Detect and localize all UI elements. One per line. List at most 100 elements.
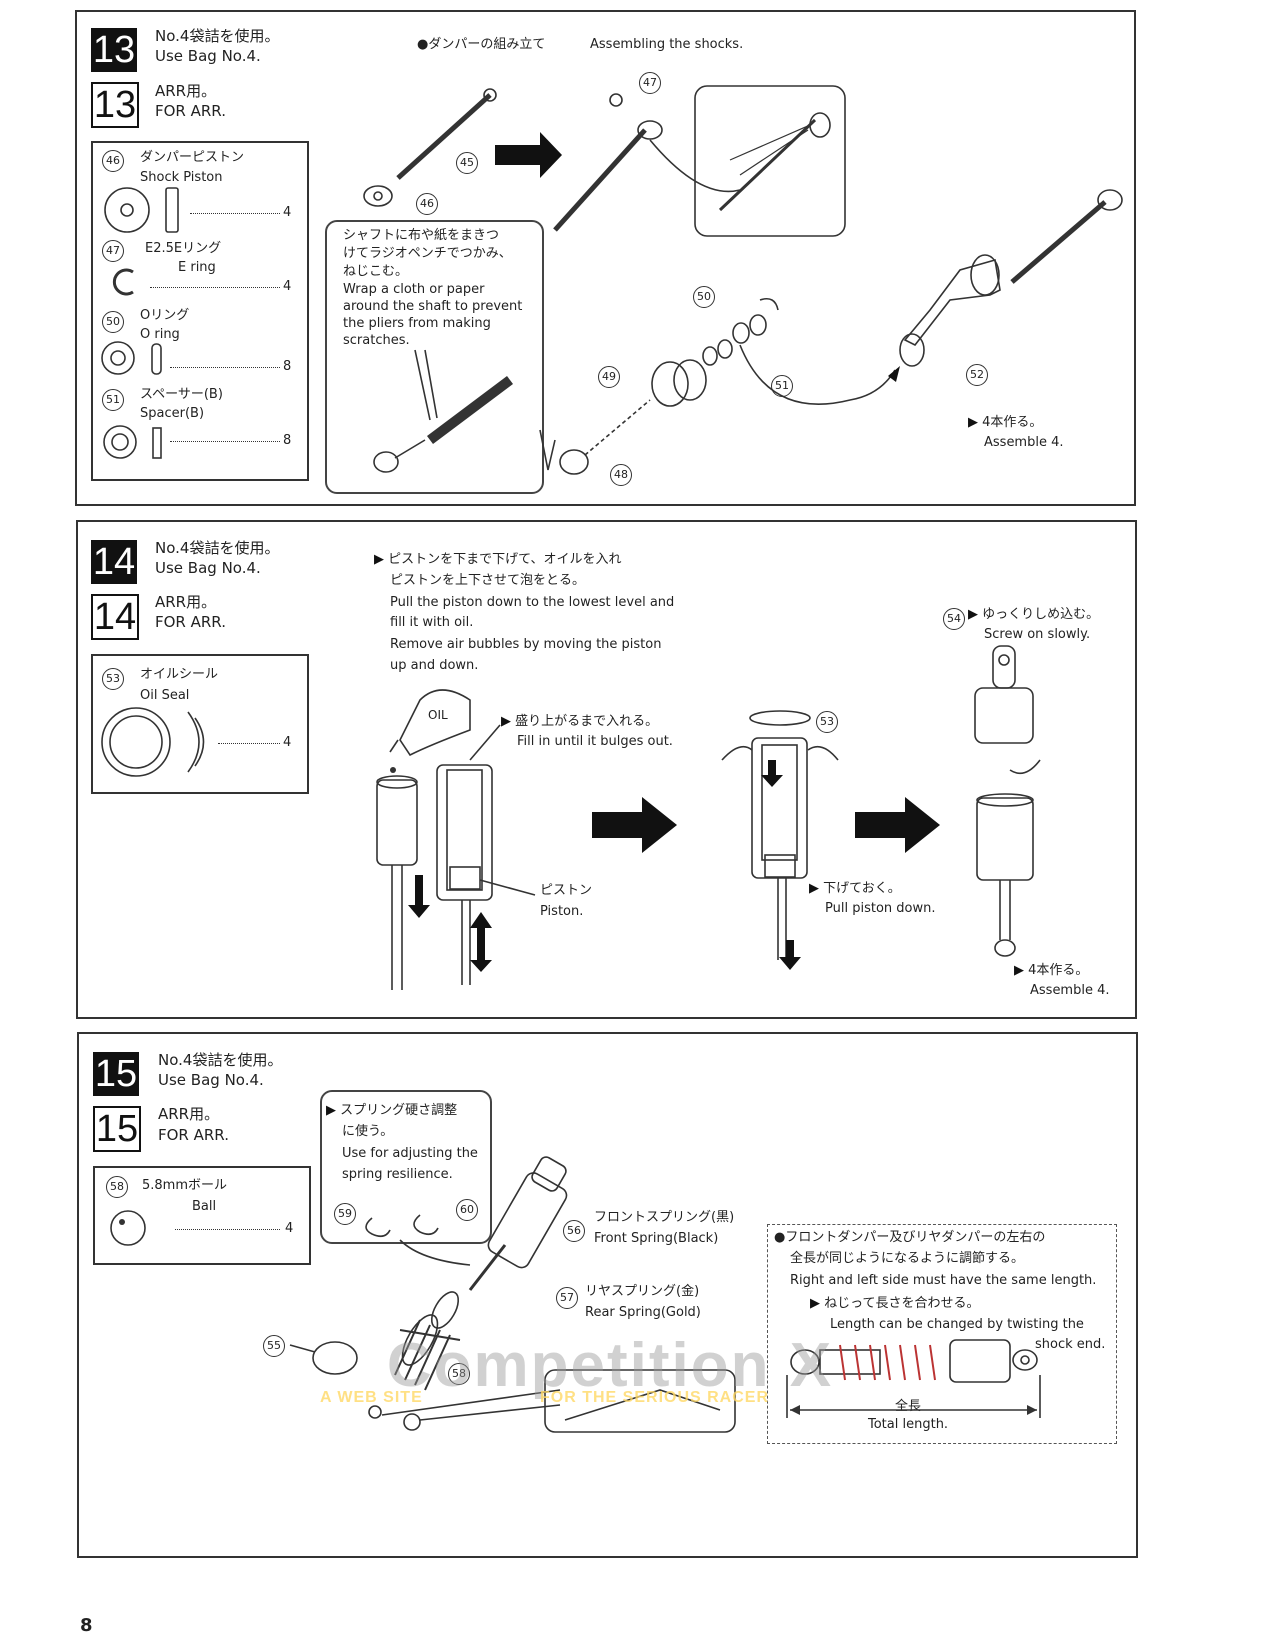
- part-callout-47: 47: [102, 240, 124, 262]
- step-13-assemble-jp: ▶ 4本作る。: [968, 415, 1043, 430]
- part-callout-46: 46: [102, 150, 124, 172]
- step-14-for-jp: ARR用。: [155, 593, 217, 611]
- callout-55: 55: [263, 1335, 285, 1357]
- piston-jp: ピストン: [540, 883, 593, 898]
- part-53-qty: 4: [283, 735, 292, 750]
- step-15-tip-en-2: spring resilience.: [342, 1167, 453, 1182]
- callout-58: 58: [448, 1363, 470, 1385]
- step-13-header-en: Assembling the shocks.: [590, 37, 744, 52]
- part-58-qty: 4: [285, 1221, 294, 1236]
- step-14-instr-en-3: Remove air bubbles by moving the piston: [390, 637, 662, 652]
- part-46-qty: 4: [283, 205, 292, 220]
- step-13-tip-box: [325, 220, 544, 494]
- callout-56: 56: [563, 1220, 585, 1242]
- callout-60: 60: [456, 1199, 478, 1221]
- part-47-jp: E2.5Eリング: [145, 241, 222, 256]
- step-13-header-jp: ●ダンパーの組み立て: [417, 37, 546, 52]
- rear-spring-en: Rear Spring(Gold): [585, 1305, 701, 1320]
- step-14-assemble-jp: ▶ 4本作る。: [1014, 963, 1089, 978]
- step-13-tip-en-2: around the shaft to prevent: [343, 299, 523, 314]
- step-14-instr-en-1: Pull the piston down to the lowest level…: [390, 595, 675, 610]
- callout-48: 48: [610, 464, 632, 486]
- callout-54: 54: [943, 608, 965, 630]
- step-13-for-en: FOR ARR.: [155, 102, 226, 120]
- step-14-pull-en: Pull piston down.: [825, 901, 936, 916]
- part-46-en: Shock Piston: [140, 170, 223, 185]
- callout-57: 57: [556, 1287, 578, 1309]
- length-jp-1: ●フロントダンパー及びリヤダンパーの左右の: [774, 1230, 1046, 1245]
- part-47-qty: 4: [283, 279, 292, 294]
- part-50-qty: 8: [283, 359, 292, 374]
- step-15-tip-jp-2: に使う。: [342, 1124, 394, 1139]
- step-13-bag-jp: No.4袋詰を使用。: [155, 27, 280, 45]
- rear-spring-jp: リヤスプリング(金): [585, 1284, 700, 1299]
- twist-en-2: shock end.: [1035, 1337, 1106, 1352]
- step-14-fill-jp: ▶ 盛り上がるまで入れる。: [501, 714, 659, 729]
- oil-label: OIL: [428, 708, 448, 722]
- step-14-assemble-en: Assemble 4.: [1030, 983, 1110, 998]
- step-13-bag-en: Use Bag No.4.: [155, 47, 261, 65]
- step-15-tip-en-1: Use for adjusting the: [342, 1146, 478, 1161]
- step-14-instr-jp-2: ピストンを上下させて泡をとる。: [390, 573, 586, 588]
- callout-45: 45: [456, 152, 478, 174]
- step-13-number-arr: 13: [91, 82, 139, 128]
- callout-49: 49: [598, 366, 620, 388]
- part-46-jp: ダンパーピストン: [140, 150, 245, 165]
- length-note-box: [767, 1224, 1117, 1444]
- step-13-tip-en-4: scratches.: [343, 333, 410, 348]
- total-length-en: Total length.: [868, 1417, 949, 1432]
- part-callout-53: 53: [102, 668, 124, 690]
- step-15-parts-list: [93, 1166, 311, 1265]
- length-jp-2: 全長が同じようになるように調節する。: [790, 1251, 1025, 1266]
- callout-51: 51: [771, 375, 793, 397]
- step-15-bag-jp: No.4袋詰を使用。: [158, 1051, 283, 1069]
- part-callout-58: 58: [106, 1176, 128, 1198]
- part-53-jp: オイルシール: [140, 667, 219, 682]
- page-number: 8: [80, 1615, 93, 1636]
- twist-en-1: Length can be changed by twisting the: [830, 1317, 1084, 1332]
- part-50-en: O ring: [140, 327, 180, 342]
- step-14-bag-en: Use Bag No.4.: [155, 559, 261, 577]
- step-13-tip-en-1: Wrap a cloth or paper: [343, 282, 485, 297]
- part-53-en: Oil Seal: [140, 688, 190, 703]
- callout-46: 46: [416, 193, 438, 215]
- watermark-logo: Competition X: [386, 1331, 834, 1400]
- callout-47: 47: [639, 72, 661, 94]
- step-14-screw-en: Screw on slowly.: [984, 627, 1091, 642]
- callout-53: 53: [816, 711, 838, 733]
- step-14-for-en: FOR ARR.: [155, 613, 226, 631]
- step-15-for-en: FOR ARR.: [158, 1126, 229, 1144]
- part-58-jp: 5.8mmボール: [142, 1178, 228, 1193]
- piston-en: Piston.: [540, 904, 584, 919]
- length-en: Right and left side must have the same l…: [790, 1273, 1097, 1288]
- step-13-panel: [75, 10, 1136, 506]
- step-14-fill-en: Fill in until it bulges out.: [517, 734, 673, 749]
- part-51-en: Spacer(B): [140, 406, 205, 421]
- part-47-en: E ring: [178, 260, 216, 275]
- step-14-instr-en-4: up and down.: [390, 658, 479, 673]
- step-14-number: 14: [91, 540, 137, 584]
- step-14-parts-list: [91, 654, 309, 794]
- callout-50: 50: [693, 286, 715, 308]
- step-14-panel: [76, 520, 1137, 1019]
- step-15-tip-jp-1: ▶ スプリング硬さ調整: [326, 1103, 458, 1118]
- step-13-tip-jp-2: けてラジオペンチでつかみ、: [343, 246, 512, 261]
- twist-jp: ▶ ねじって長さを合わせる。: [810, 1296, 980, 1311]
- step-13-assemble-en: Assemble 4.: [984, 435, 1064, 450]
- step-14-number-arr: 14: [91, 594, 139, 640]
- step-13-tip-jp-3: ねじこむ。: [343, 264, 409, 279]
- part-51-jp: スペーサー(B): [140, 387, 223, 402]
- part-51-qty: 8: [283, 433, 292, 448]
- step-14-bag-jp: No.4袋詰を使用。: [155, 539, 280, 557]
- step-15-number: 15: [93, 1052, 139, 1096]
- watermark-right: FOR THE SERIOUS RACER: [540, 1389, 770, 1406]
- step-15-number-arr: 15: [93, 1106, 141, 1152]
- step-13-tip-en-3: the pliers from making: [343, 316, 491, 331]
- part-callout-50: 50: [102, 311, 124, 333]
